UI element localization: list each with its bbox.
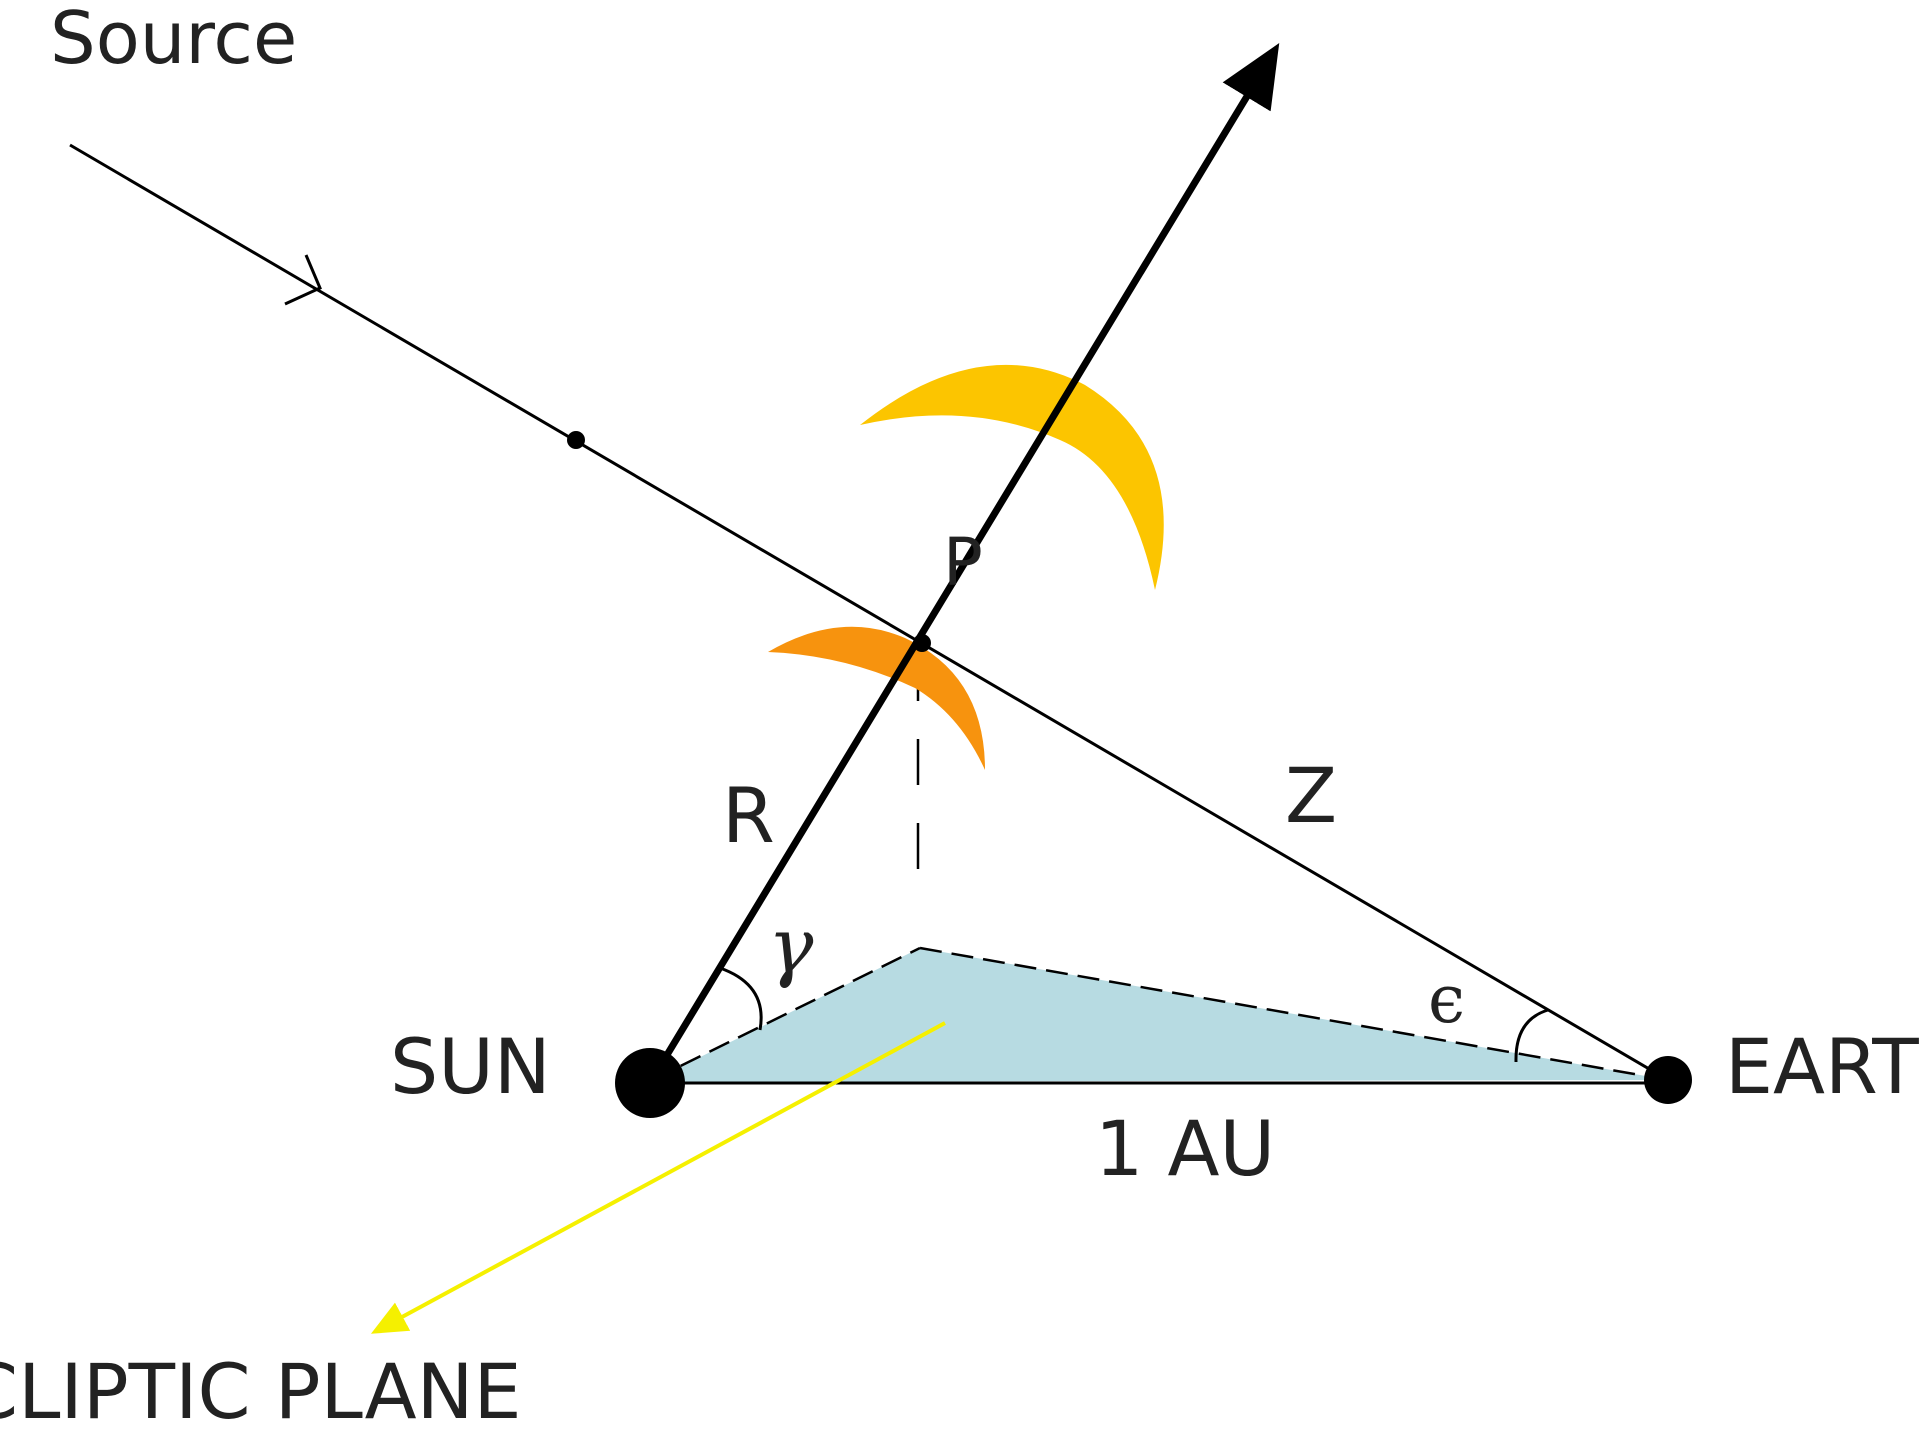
au-label: 1 AU: [1095, 1104, 1275, 1193]
sun-label: SUN: [390, 1022, 551, 1111]
plane-edge-sun: [651, 946, 921, 1082]
z-label: Z: [1285, 751, 1337, 840]
epsilon-angle-arc: [1514, 1008, 1549, 1063]
r-label: R: [722, 771, 775, 860]
epsilon-label: ϵ: [1428, 961, 1465, 1038]
earth-body: [1644, 1056, 1692, 1104]
earth-label: EART: [1725, 1022, 1919, 1111]
point-p: [913, 634, 931, 652]
source-label: Source: [50, 0, 297, 80]
gamma-angle-arc: [719, 966, 763, 1031]
ecliptic-plane-label: CLIPTIC PLANE: [0, 1347, 522, 1436]
outer-crescent: [860, 364, 1164, 590]
plane-pointer-arrow: [370, 1021, 946, 1334]
gamma-label: γ: [768, 901, 814, 990]
line-of-sight: [69, 143, 1669, 1082]
ecliptic-plane: [650, 948, 1668, 1082]
p-label: P: [943, 524, 983, 601]
inner-crescent: [768, 626, 985, 770]
ray-direction-arrow: [284, 254, 322, 306]
radial-ray: [647, 43, 1280, 1085]
sun-body: [615, 1048, 685, 1118]
ray-point: [567, 431, 585, 449]
